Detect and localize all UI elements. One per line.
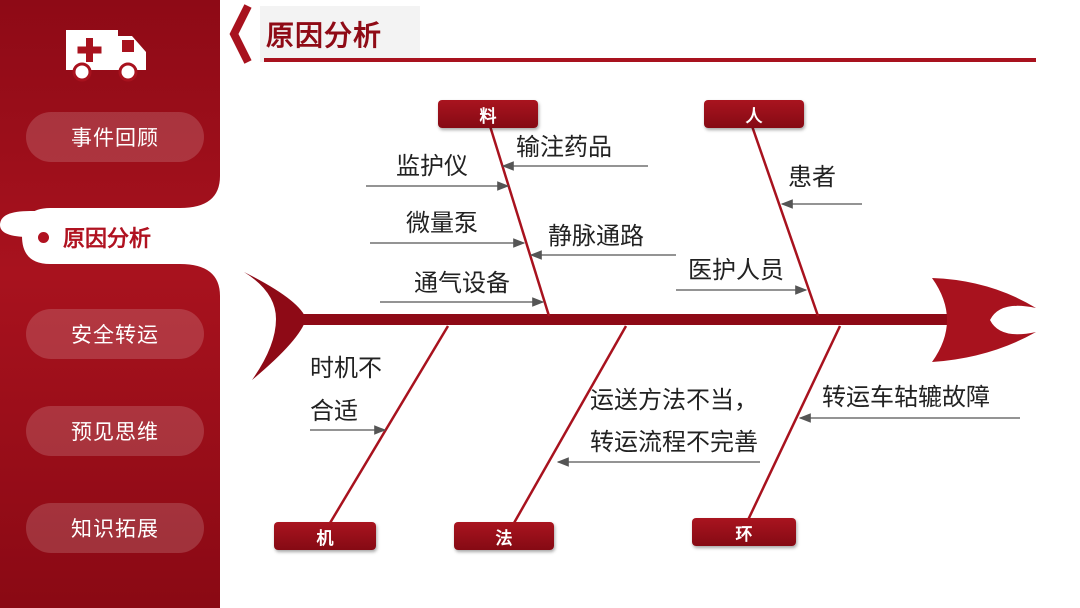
sidebar-item-event-review[interactable]: 事件回顾: [26, 112, 204, 162]
fish-head: [932, 278, 1036, 362]
cause-label: 患者: [788, 163, 836, 191]
category-material-box: 料: [438, 100, 538, 128]
cause-label: 转运流程不完善: [590, 428, 758, 456]
header-decoration: [229, 4, 1036, 64]
cause-label: 时机不: [310, 354, 382, 382]
ambulance-icon: [66, 30, 146, 82]
cause-label: 运送方法不当，: [590, 386, 758, 414]
cause-label: 合适: [310, 397, 358, 425]
sidebar: 事件回顾 安全转运 预见思维 知识拓展: [0, 0, 220, 608]
fish-tail: [244, 272, 306, 380]
sidebar-item-foresight[interactable]: 预见思维: [26, 406, 204, 456]
cause-label: 微量泵: [406, 209, 478, 237]
spine-line: [300, 314, 960, 325]
sidebar-item-knowledge[interactable]: 知识拓展: [26, 503, 204, 553]
cause-label: 医护人员: [688, 256, 784, 284]
category-people-box: 人: [704, 100, 804, 128]
cause-label: 转运车轱辘故障: [822, 383, 990, 411]
sidebar-item-cause-analysis[interactable]: 原因分析: [26, 212, 216, 262]
active-nav-pill: [22, 176, 220, 296]
active-dot-icon: [38, 231, 49, 243]
category-method-box: 法: [454, 522, 554, 550]
cause-label: 通气设备: [414, 269, 510, 297]
cause-label: 监护仪: [396, 152, 468, 180]
sidebar-item-safe-transfer[interactable]: 安全转运: [26, 309, 204, 359]
category-environment-box: 环: [692, 518, 796, 546]
sidebar-item-label: 原因分析: [63, 227, 152, 252]
cause-label: 输注药品: [516, 133, 612, 161]
category-machine-box: 机: [274, 522, 376, 550]
page-title: 原因分析: [266, 19, 383, 52]
cause-label: 静脉通路: [548, 222, 644, 250]
